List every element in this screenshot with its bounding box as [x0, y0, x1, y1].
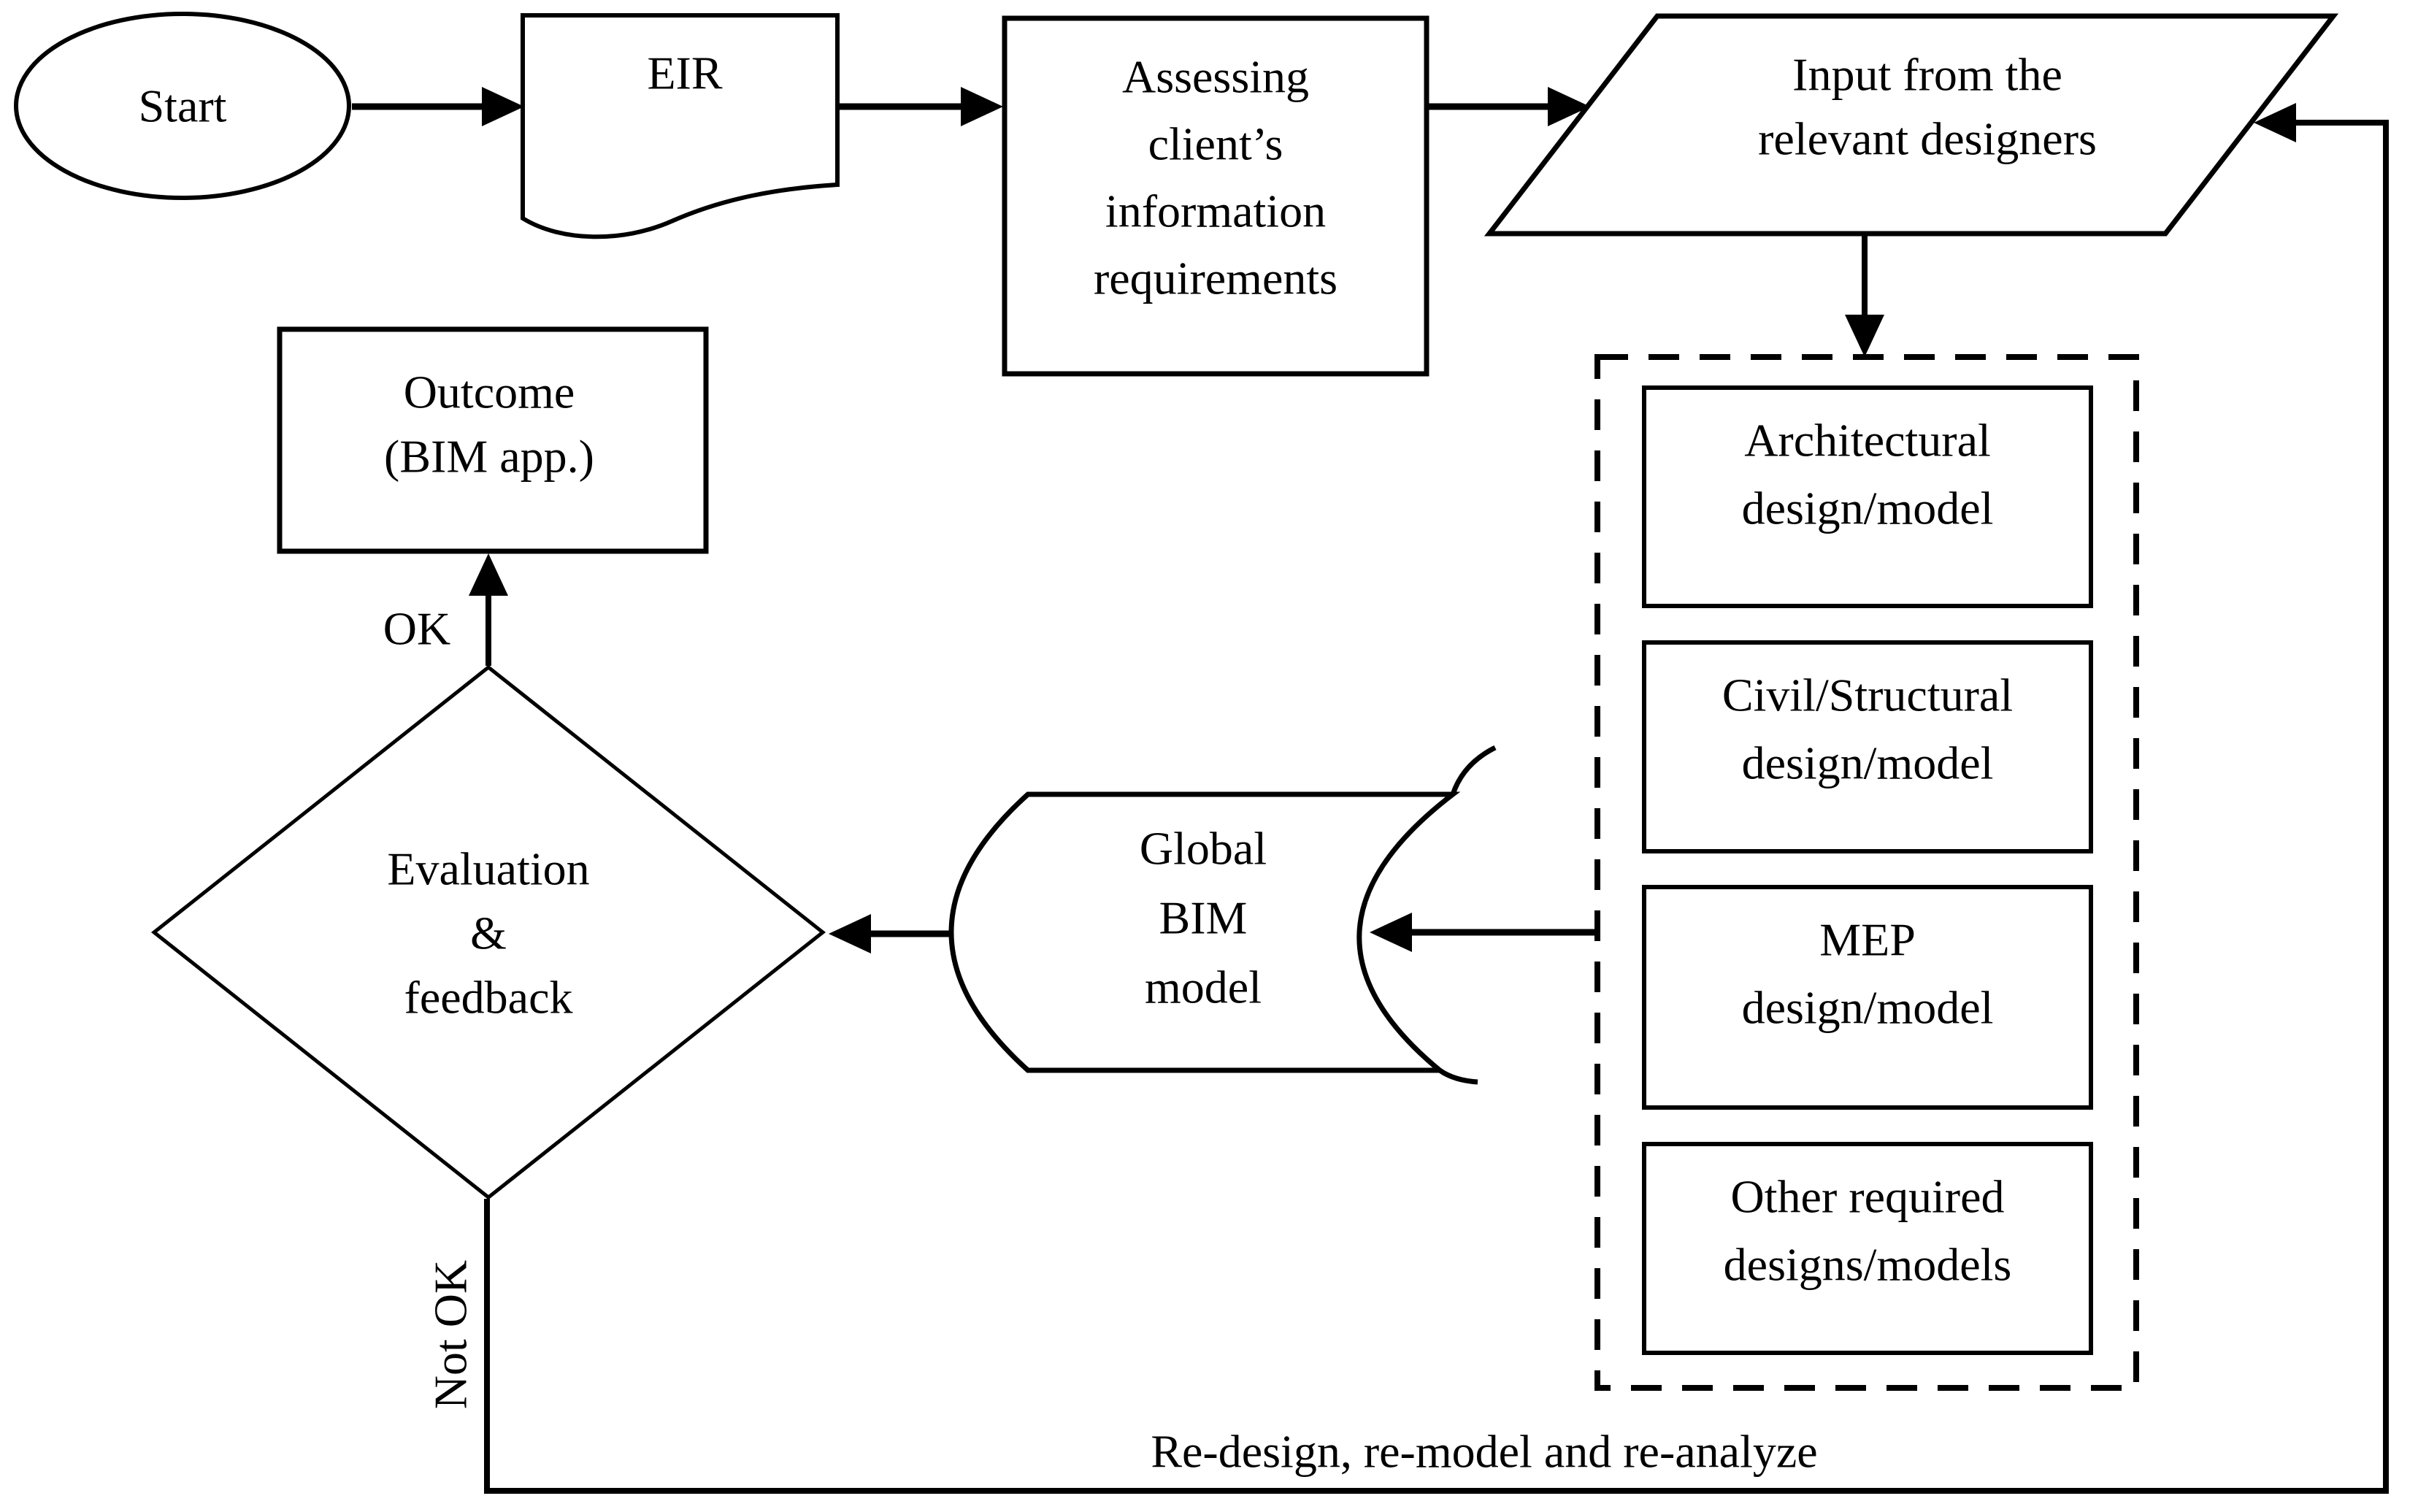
global-bim-label-line: BIM	[1159, 892, 1248, 944]
assessing-label-line: requirements	[1094, 253, 1337, 304]
other-designs-box	[1642, 1142, 2093, 1355]
start-label: Start	[139, 80, 227, 132]
arrow-eir-to-assessing	[837, 87, 1003, 126]
mep-label-line: design/model	[1742, 982, 1994, 1034]
other-designs-label-line: designs/models	[1724, 1239, 2012, 1291]
arrow-start-to-eir	[352, 87, 524, 126]
eir-document-shape	[521, 13, 840, 239]
global-bim-label-line: Global	[1140, 823, 1267, 875]
arrowhead-right-icon	[482, 87, 524, 126]
global-bim-shape-tail	[1438, 1068, 1478, 1085]
arrowhead-left-icon	[829, 914, 871, 953]
input-label-line: relevant designers	[1758, 113, 2097, 165]
mep-box	[1642, 885, 2093, 1110]
outcome-box	[277, 326, 709, 554]
not-ok-edge-label: Not OK	[425, 1260, 477, 1409]
outcome-label-line: Outcome	[404, 367, 575, 418]
arrowhead-left-icon	[2254, 103, 2296, 142]
arrow-notok-feedback-loop	[484, 103, 2389, 1494]
start-terminator-shape	[14, 12, 351, 200]
arrowhead-up-icon	[469, 553, 508, 596]
civil-structural-label-line: design/model	[1742, 737, 1994, 789]
evaluation-decision-diamond	[150, 664, 826, 1200]
eir-label: EIR	[647, 47, 722, 99]
arrow-globalbim-to-evaluation	[829, 914, 951, 953]
evaluation-label-line: feedback	[404, 972, 573, 1024]
outcome-label-line: (BIM app.)	[384, 431, 594, 483]
arrow-assessing-to-input	[1427, 87, 1590, 126]
input-parallelogram-shape	[1484, 13, 2339, 237]
feedback-path	[484, 120, 2389, 1494]
arrow-designs-to-globalbim	[1370, 913, 1597, 952]
input-label-line: Input from the	[1792, 49, 2062, 101]
arrowhead-right-icon	[961, 87, 1003, 126]
civil-structural-box	[1642, 640, 2093, 853]
assessing-label-line: Assessing	[1122, 51, 1309, 103]
arrowhead-left-icon	[1370, 913, 1412, 952]
evaluation-label-line: Evaluation	[387, 843, 589, 895]
architectural-label-line: Architectural	[1744, 415, 1991, 467]
architectural-box	[1642, 385, 2093, 608]
civil-structural-label-line: Civil/Structural	[1722, 669, 2013, 721]
assessing-process-box	[1002, 15, 1429, 377]
arrow-input-to-designs	[1845, 234, 1884, 357]
other-designs-label-line: Other required	[1731, 1171, 2005, 1223]
arrow-evaluation-to-outcome	[469, 553, 508, 666]
ok-edge-label: OK	[383, 603, 450, 655]
global-bim-stored-data-shape	[948, 791, 1461, 1073]
global-bim-label-line: model	[1145, 962, 1262, 1013]
arrowhead-right-icon	[1548, 87, 1590, 126]
mep-label-line: MEP	[1819, 914, 1916, 966]
designs-dashed-container	[1594, 354, 2139, 1391]
assessing-label-line: information	[1105, 185, 1326, 237]
architectural-label-line: design/model	[1742, 483, 1994, 534]
assessing-label-line: client’s	[1148, 118, 1283, 170]
global-bim-shape-tail	[1450, 745, 1497, 796]
redesign-edge-label: Re-design, re-model and re-analyze	[1151, 1426, 1817, 1478]
arrowhead-down-icon	[1845, 315, 1884, 357]
evaluation-label-line: &	[470, 907, 507, 959]
